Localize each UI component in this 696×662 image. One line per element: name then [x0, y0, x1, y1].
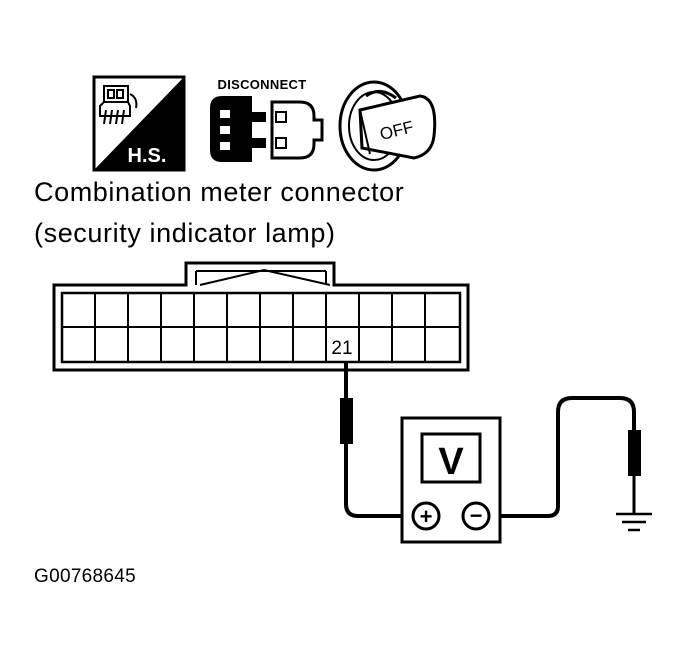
harness-side-icon: H.S.	[92, 75, 186, 172]
disconnect-icon: DISCONNECT	[210, 77, 324, 162]
positive-terminal-icon: +	[411, 501, 441, 531]
disconnect-label: DISCONNECT	[218, 77, 307, 92]
figure-id: G00768645	[34, 566, 137, 587]
hs-label: H.S.	[128, 145, 167, 167]
voltmeter: V + −	[400, 416, 502, 544]
test-lead-negative	[478, 396, 641, 518]
terminal-21-label: 21	[331, 338, 352, 359]
ground-icon	[616, 512, 652, 532]
test-lead-positive	[340, 362, 412, 518]
positive-symbol: +	[420, 504, 433, 529]
caption-line-2: (security indicator lamp)	[34, 218, 336, 248]
voltmeter-display: V	[438, 441, 464, 483]
ignition-off-icon: OFF	[338, 80, 437, 172]
negative-terminal-icon: −	[461, 501, 491, 531]
negative-symbol: −	[470, 503, 483, 528]
combination-meter-connector: 21	[52, 261, 470, 372]
caption-line-1: Combination meter connector	[34, 177, 405, 207]
